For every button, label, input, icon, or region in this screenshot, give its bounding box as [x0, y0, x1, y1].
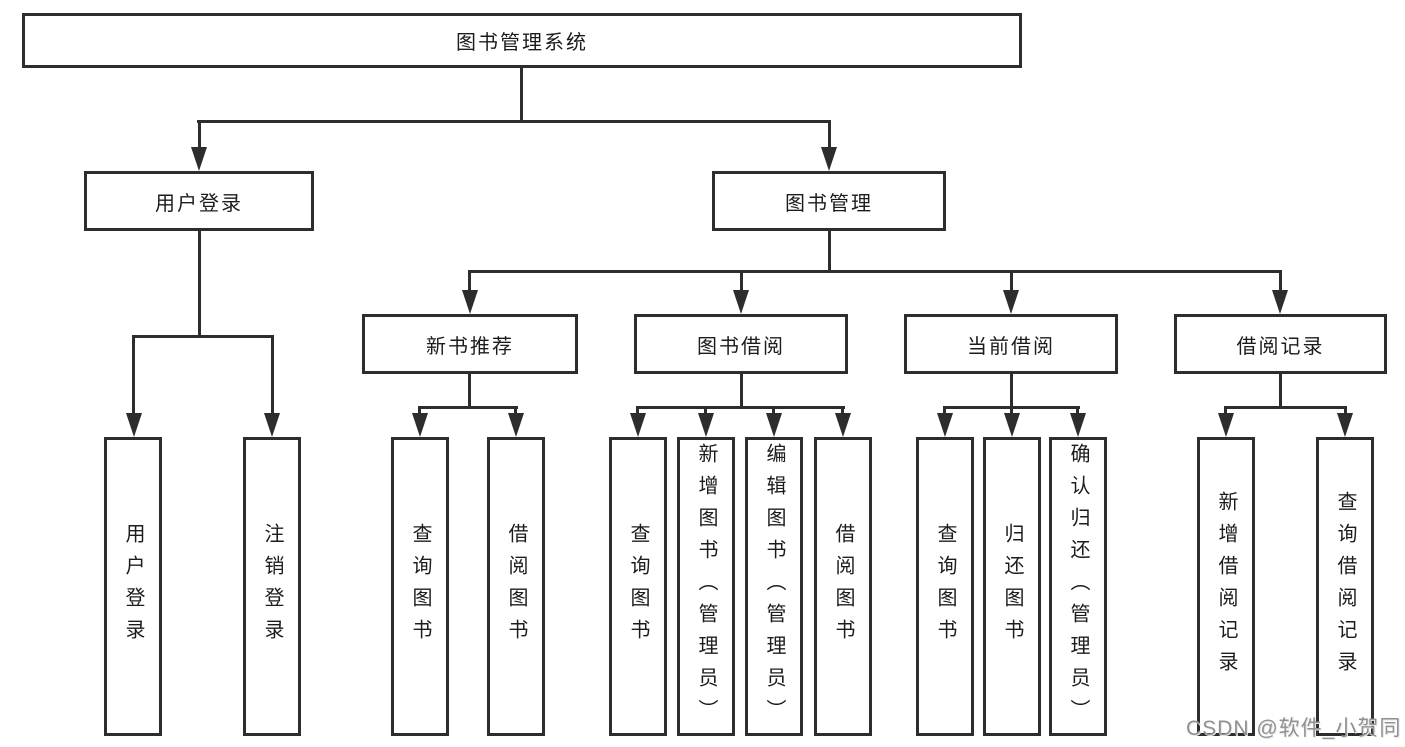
leaf-label: 确认归还（管理员）: [1067, 442, 1089, 731]
connector-drop-leaf: [1224, 406, 1227, 418]
connector-drop-leaf: [704, 406, 707, 418]
arrowhead-down-leaf: [412, 413, 428, 437]
leaf-records-query: 查询借阅记录: [1316, 437, 1374, 736]
node-book-borrow: 图书借阅: [634, 314, 848, 374]
leaf-user-login: 用户登录: [104, 437, 162, 736]
connector-drop-records: [1279, 270, 1282, 293]
leaf-borrow-edit-admin: 编辑图书（管理员）: [745, 437, 803, 736]
connector-drop-leaf: [772, 406, 775, 418]
node-current-borrow-label: 当前借阅: [967, 335, 1055, 358]
arrowhead-down-user: [191, 147, 207, 171]
connector-records-rail: [1224, 406, 1347, 409]
connector-drop-login: [132, 335, 135, 415]
node-borrow-records-label: 借阅记录: [1236, 335, 1325, 358]
connector-borrow-stem: [740, 374, 743, 409]
arrowhead-down-leaf: [1004, 413, 1020, 437]
arrowhead-down-borrow: [733, 290, 749, 314]
connector-newbook-rail: [418, 406, 518, 409]
arrowhead-down-leaf: [937, 413, 953, 437]
connector-drop-borrow: [740, 270, 743, 293]
connector-drop-leaf: [1344, 406, 1347, 418]
leaf-label: 查询图书: [934, 522, 956, 651]
node-user-login-label: 用户登录: [155, 192, 243, 215]
node-book-management-label: 图书管理: [785, 192, 873, 215]
leaf-label: 注销登录: [261, 522, 283, 651]
arrowhead-down-logout: [264, 413, 280, 437]
leaf-newbook-query: 查询图书: [391, 437, 449, 736]
arrowhead-down-records: [1272, 290, 1288, 314]
connector-drop-current: [1010, 270, 1013, 293]
connector-drop-mgmt: [828, 120, 831, 150]
leaf-current-query: 查询图书: [916, 437, 974, 736]
connector-drop-leaf: [1010, 406, 1013, 418]
leaf-label: 新增图书（管理员）: [695, 442, 717, 731]
leaf-label: 归还图书: [1001, 522, 1023, 651]
leaf-borrow-query: 查询图书: [609, 437, 667, 736]
leaf-current-return: 归还图书: [983, 437, 1041, 736]
connector-drop-newbook: [468, 270, 471, 293]
arrowhead-down-leaf: [835, 413, 851, 437]
node-new-book-recommend-label: 新书推荐: [426, 335, 514, 358]
leaf-label: 编辑图书（管理员）: [763, 442, 785, 731]
connector-root-rail: [197, 120, 831, 123]
connector-current-stem: [1010, 374, 1013, 409]
connector-user-stem: [198, 231, 201, 338]
connector-mgmt-stem: [828, 231, 831, 273]
leaf-label: 用户登录: [122, 522, 144, 651]
arrowhead-down-leaf: [1337, 413, 1353, 437]
connector-drop-logout: [271, 335, 274, 415]
connector-mgmt-rail: [468, 270, 1282, 273]
arrowhead-down-leaf: [698, 413, 714, 437]
leaf-label: 查询图书: [627, 522, 649, 651]
node-current-borrow: 当前借阅: [904, 314, 1118, 374]
leaf-newbook-borrow: 借阅图书: [487, 437, 545, 736]
leaf-current-confirm-admin: 确认归还（管理员）: [1049, 437, 1107, 736]
connector-records-stem: [1279, 374, 1282, 409]
node-borrow-records: 借阅记录: [1174, 314, 1387, 374]
arrowhead-down-current: [1003, 290, 1019, 314]
connector-drop-leaf: [1076, 406, 1079, 418]
connector-drop-leaf: [943, 406, 946, 418]
arrowhead-down-leaf: [1218, 413, 1234, 437]
node-root: 图书管理系统: [22, 13, 1022, 68]
leaf-logout: 注销登录: [243, 437, 301, 736]
leaf-label: 借阅图书: [832, 522, 854, 651]
arrowhead-down-leaf: [508, 413, 524, 437]
connector-drop-leaf: [841, 406, 844, 418]
leaf-borrow-add-admin: 新增图书（管理员）: [677, 437, 735, 736]
arrowhead-down-leaf: [630, 413, 646, 437]
connector-drop-leaf: [636, 406, 639, 418]
connector-newbook-stem: [468, 374, 471, 409]
connector-user-rail: [132, 335, 274, 338]
leaf-borrow-borrow: 借阅图书: [814, 437, 872, 736]
arrowhead-down-mgmt: [821, 147, 837, 171]
arrowhead-down-leaf: [766, 413, 782, 437]
leaf-label: 查询图书: [409, 522, 431, 651]
connector-drop-leaf: [514, 406, 517, 418]
node-user-login: 用户登录: [84, 171, 314, 231]
connector-drop-user: [198, 120, 201, 150]
leaf-label: 借阅图书: [505, 522, 527, 651]
connector-borrow-rail: [636, 406, 845, 409]
leaf-records-add: 新增借阅记录: [1197, 437, 1255, 736]
arrowhead-down-newbook: [462, 290, 478, 314]
node-book-management: 图书管理: [712, 171, 946, 231]
arrowhead-down-leaf: [1070, 413, 1086, 437]
node-book-borrow-label: 图书借阅: [697, 335, 785, 358]
node-root-label: 图书管理系统: [456, 32, 588, 54]
connector-root-stem: [520, 68, 523, 123]
connector-drop-leaf: [418, 406, 421, 418]
arrowhead-down-login: [126, 413, 142, 437]
node-new-book-recommend: 新书推荐: [362, 314, 578, 374]
csdn-watermark: CSDN @软件_小贺同学: [1186, 717, 1402, 740]
leaf-label: 查询借阅记录: [1334, 490, 1356, 683]
leaf-label: 新增借阅记录: [1215, 490, 1237, 683]
